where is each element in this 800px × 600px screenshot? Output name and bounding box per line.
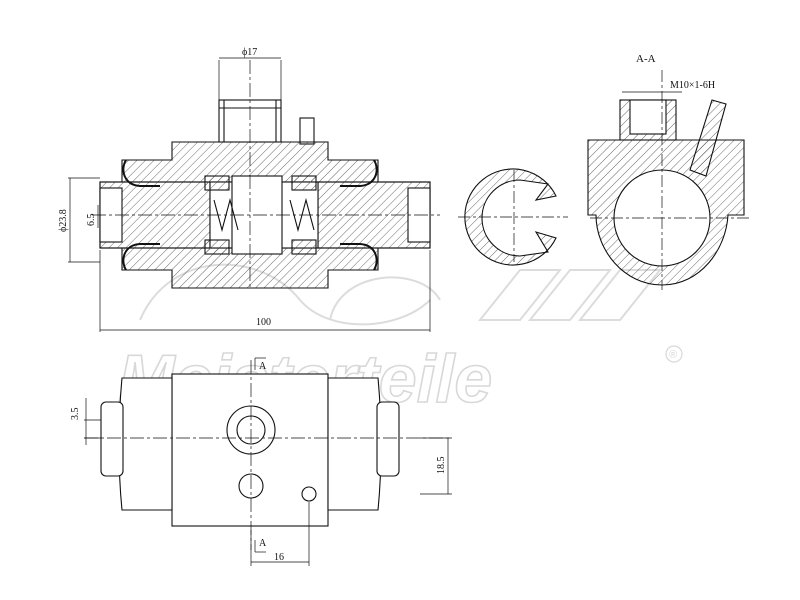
thread-spec-label: M10×1-6H: [670, 80, 715, 91]
inner-height-label: 6.5: [86, 214, 97, 227]
watermark-registered-mark: ®: [669, 349, 677, 361]
section-a-a: [587, 70, 752, 290]
section-title: A-A: [636, 53, 656, 65]
port-spacing-label: 16: [274, 552, 284, 563]
overall-length-label: 100: [256, 317, 271, 328]
bore-diameter-label: ϕ17: [242, 47, 257, 58]
longitudinal-section: [92, 60, 440, 290]
plan-view: [84, 360, 450, 550]
retaining-clip: [458, 168, 568, 266]
dimension-lines-bottom: [84, 357, 452, 566]
outer-diameter-label: ϕ23.8: [58, 209, 69, 232]
dimension-lines-top: [68, 57, 431, 332]
section-marker-bottom: A: [259, 538, 267, 549]
side-offset-label: 3.5: [70, 408, 81, 421]
port-offset-label: 18.5: [436, 457, 447, 475]
section-marker-top: A: [259, 361, 267, 372]
